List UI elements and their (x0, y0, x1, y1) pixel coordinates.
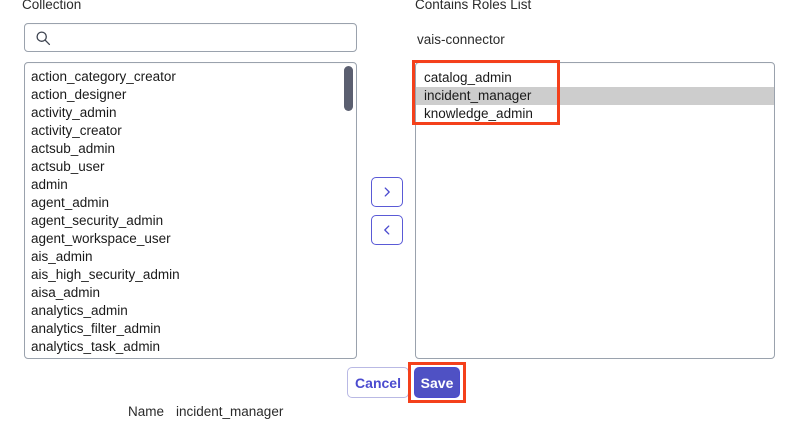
collection-option[interactable]: analytics_admin (31, 303, 128, 318)
collection-label: Collection (22, 0, 82, 12)
collection-option[interactable]: activity_admin (31, 105, 117, 120)
collection-option[interactable]: activity_creator (31, 123, 122, 138)
collection-option[interactable]: agent_workspace_user (31, 231, 171, 246)
collection-option[interactable]: aisa_admin (31, 285, 101, 300)
collection-option[interactable]: actsub_user (31, 159, 105, 174)
chevron-left-icon (380, 223, 394, 237)
collection-option[interactable]: analytics_filter_admin (31, 321, 161, 336)
collection-option[interactable]: analytics_task_admin (31, 339, 161, 354)
contains-roles-list-label: Contains Roles List (415, 0, 532, 12)
role-option[interactable]: incident_manager (416, 87, 774, 105)
collection-scrollbar-thumb[interactable] (344, 66, 353, 111)
collection-option[interactable]: action_designer (31, 87, 127, 102)
name-label: Name (128, 404, 165, 419)
cancel-button[interactable]: Cancel (347, 367, 409, 398)
collection-option[interactable]: ais_admin (31, 249, 93, 264)
role-option[interactable]: knowledge_admin (424, 106, 533, 121)
search-box[interactable] (24, 23, 357, 52)
role-option[interactable]: catalog_admin (424, 70, 512, 85)
collection-option[interactable]: agent_admin (31, 195, 110, 210)
collection-option[interactable]: admin (31, 177, 68, 192)
collection-option[interactable]: action_category_creator (31, 69, 176, 84)
collection-scrollbar[interactable] (343, 64, 354, 357)
search-input[interactable] (58, 30, 348, 45)
save-button[interactable]: Save (414, 367, 460, 398)
add-role-button[interactable] (371, 177, 403, 207)
chevron-right-icon (380, 185, 394, 199)
name-value: incident_manager (176, 404, 284, 419)
collection-option[interactable]: actsub_admin (31, 141, 116, 156)
collection-option[interactable]: analytics_viewer (25, 356, 356, 358)
search-icon (35, 30, 51, 46)
collection-option[interactable]: agent_security_admin (31, 213, 164, 228)
collection-option[interactable]: ais_high_security_admin (31, 267, 180, 282)
remove-role-button[interactable] (371, 215, 403, 245)
collection-name-value: vais-connector (417, 32, 505, 47)
